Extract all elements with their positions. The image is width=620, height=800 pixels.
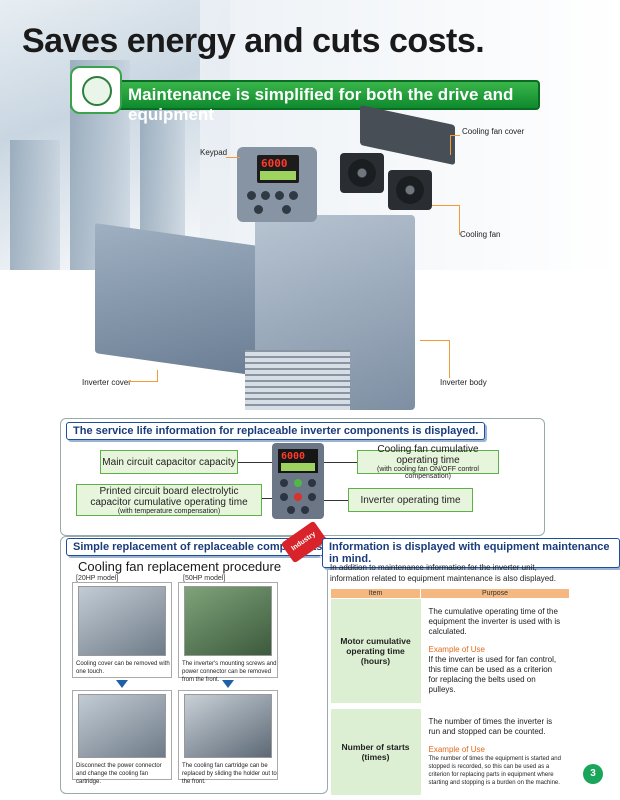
mascot-icon xyxy=(70,66,122,114)
col-purpose-header: Purpose xyxy=(420,588,570,599)
step4-photo xyxy=(184,694,272,758)
maintenance-banner: Maintenance is simplified for both the d… xyxy=(70,80,540,124)
page-number: 3 xyxy=(583,764,603,784)
inverter-cover-callout: Inverter cover xyxy=(82,378,131,387)
keypad-callout: Keypad xyxy=(200,148,228,157)
cooling-fan-callout: Cooling fan xyxy=(460,230,501,239)
step1-photo xyxy=(78,586,166,656)
step3-caption: Disconnect the power connector and chang… xyxy=(76,763,162,785)
col-item-header: Item xyxy=(330,588,421,599)
fan-time-label: Cooling fan cumulative operating time (w… xyxy=(357,444,499,480)
replacement-section xyxy=(60,536,328,794)
main-capacitor-label: Main circuit capacitor capacity xyxy=(100,450,238,474)
center-keypad-display: 6000 xyxy=(281,451,306,462)
page-title: Saves energy and cuts costs. xyxy=(22,22,485,60)
table-row: Motor cumulative operating time (hours) … xyxy=(330,598,570,709)
keypad-image: 6000 xyxy=(237,147,317,222)
keypad-display-image: 6000 xyxy=(272,443,324,519)
cooling-fan-image xyxy=(388,170,432,210)
service-life-heading: The service life information for replace… xyxy=(66,422,486,440)
inverter-cover-image xyxy=(95,223,265,377)
mode-20hp-label: [20HP model] xyxy=(76,575,119,582)
step4-caption: The cooling fan cartridge can be replace… xyxy=(182,763,277,785)
cooling-fan-cover-callout: Cooling fan cover xyxy=(462,127,525,136)
inverter-time-label: Inverter operating time xyxy=(348,488,473,512)
inverter-body-callout: Inverter body xyxy=(440,378,487,387)
step2-caption: The inverter's mounting screws and power… xyxy=(182,661,277,683)
banner-text: Maintenance is simplified for both the d… xyxy=(128,85,514,124)
row-purpose: The cumulative operating time of the equ… xyxy=(420,598,570,709)
cooling-fan-image xyxy=(340,153,384,193)
row-item: Motor cumulative operating time (hours) xyxy=(330,598,421,709)
info-heading: Information is displayed with equipment … xyxy=(322,538,620,568)
pcb-capacitor-label: Printed circuit board electrolytic capac… xyxy=(76,484,262,516)
step-arrow-icon xyxy=(116,680,128,688)
row-item: Number of starts (times) xyxy=(330,706,421,800)
step2-photo xyxy=(184,586,272,656)
maintenance-info-table: Item Purpose Motor cumulative operating … xyxy=(330,588,570,800)
keypad-display-value: 6000 xyxy=(261,157,288,170)
info-intro: In addition to maintenance information f… xyxy=(330,563,556,583)
row-purpose: The number of times the inverter is run … xyxy=(420,706,570,800)
table-row: Number of starts (times) The number of t… xyxy=(330,706,570,800)
inverter-terminal-block xyxy=(245,350,350,410)
step3-photo xyxy=(78,694,166,758)
mode-50hp-label: [50HP model] xyxy=(183,575,226,582)
step1-caption: Cooling cover can be removed with one to… xyxy=(76,661,170,675)
procedure-title: Cooling fan replacement procedure xyxy=(78,559,282,574)
step-arrow-icon xyxy=(222,680,234,688)
